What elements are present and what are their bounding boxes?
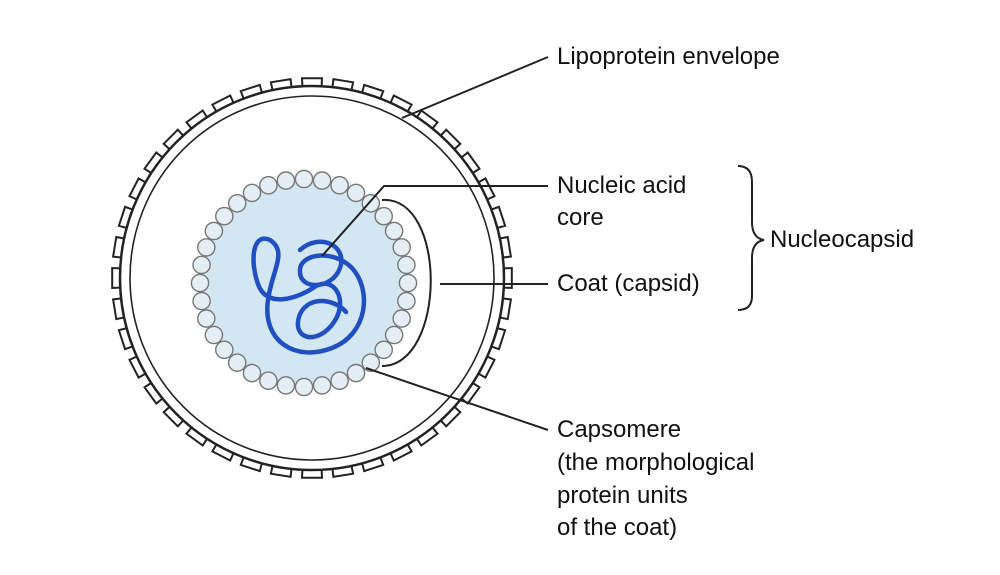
envelope-leader bbox=[401, 56, 549, 119]
label-nucleocapsid: Nucleocapsid bbox=[770, 226, 915, 253]
capsomere-bead-icon bbox=[361, 353, 381, 373]
capsomere-bead-icon bbox=[384, 221, 404, 241]
capsomere-bead-icon bbox=[204, 325, 224, 345]
capsomere-bead-icon bbox=[227, 353, 247, 373]
label-lipoprotein-envelope: Lipoprotein envelope bbox=[557, 43, 780, 70]
capsomere-bead-icon bbox=[361, 193, 381, 213]
nucleic-acid-strand bbox=[251, 236, 367, 355]
envelope-inner-ring bbox=[129, 95, 495, 461]
capsomere-bead-icon bbox=[190, 273, 210, 293]
nucleic-leader bbox=[321, 185, 548, 257]
capsomere-bead-icon bbox=[214, 206, 234, 226]
capsid-bracket bbox=[381, 198, 432, 367]
capsomere-bead-icon bbox=[330, 371, 349, 391]
capsomere-bead-icon bbox=[392, 238, 412, 257]
capsomere-bead-icon bbox=[397, 255, 416, 275]
capsomere-bead-icon bbox=[242, 363, 262, 383]
label-nucleic-acid-line1: Nucleic acid bbox=[557, 172, 687, 199]
capsomere-bead-icon bbox=[346, 363, 366, 383]
label-capsomere-line2: (the morphological bbox=[557, 449, 755, 476]
label-nucleic-acid-line2: core bbox=[557, 204, 604, 231]
capsomere-bead-icon bbox=[276, 376, 296, 395]
nucleocapsid-brace bbox=[737, 165, 765, 311]
label-capsomere-line1: Capsomere bbox=[557, 416, 682, 443]
capsomere-bead-icon bbox=[192, 255, 211, 275]
label-capsomere-line3: protein units bbox=[557, 482, 688, 509]
envelope-spikes-icon bbox=[111, 77, 513, 479]
capsomere-bead-icon bbox=[227, 193, 247, 213]
capsomere-bead-icon bbox=[196, 309, 216, 328]
capsomere-bead-icon bbox=[242, 183, 262, 203]
capsomere-bead-icon bbox=[374, 206, 394, 226]
capsomere-bead-icon bbox=[312, 376, 332, 395]
capsomere-bead-icon bbox=[398, 273, 418, 293]
capsomere-beads bbox=[190, 169, 418, 397]
label-capsomere-line4: of the coat) bbox=[557, 514, 678, 541]
capsomere-bead-icon bbox=[276, 171, 296, 190]
envelope-spike bbox=[111, 77, 513, 479]
capsomere-bead-icon bbox=[374, 340, 394, 360]
capsomere-bead-icon bbox=[196, 238, 216, 257]
capsomere-leader bbox=[365, 367, 549, 431]
capsomere-bead-icon bbox=[346, 183, 366, 203]
capsomere-bead-icon bbox=[330, 175, 349, 195]
capsomere-bead-icon bbox=[214, 340, 234, 360]
label-coat-capsid: Coat (capsid) bbox=[557, 270, 700, 297]
capsomere-bead-icon bbox=[294, 377, 314, 397]
capsomere-bead-icon bbox=[397, 291, 416, 311]
capsomere-bead-icon bbox=[384, 325, 404, 345]
capsomere-bead-icon bbox=[204, 221, 224, 241]
capsomere-bead-icon bbox=[259, 175, 278, 195]
capsomere-bead-icon bbox=[392, 309, 412, 328]
capsomere-bead-icon bbox=[192, 291, 211, 311]
capsomere-bead-icon bbox=[312, 171, 332, 190]
envelope-outer-ring bbox=[118, 84, 506, 472]
capsomere-bead-icon bbox=[259, 371, 278, 391]
capsomere-bead-icon bbox=[294, 169, 314, 189]
